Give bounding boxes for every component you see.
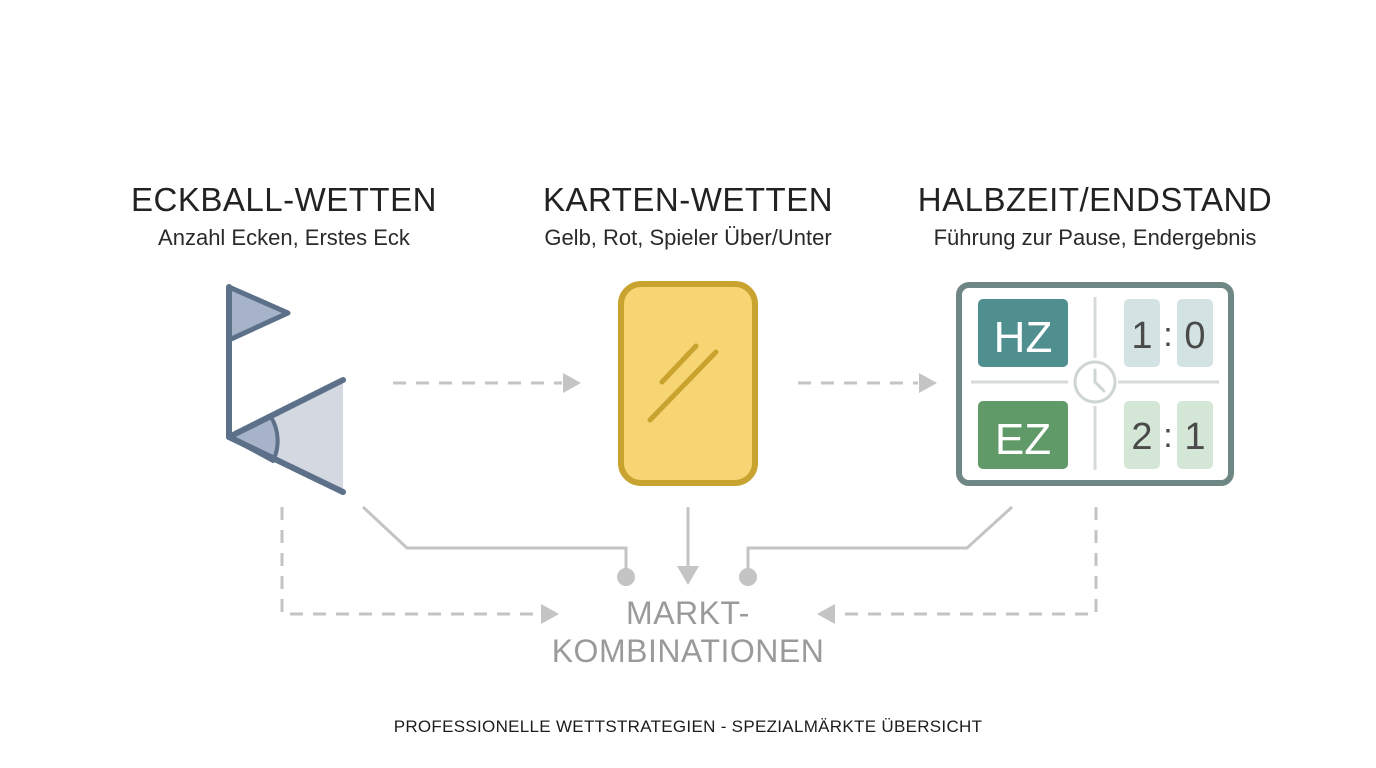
fulltime-away-score: 1: [1184, 416, 1205, 458]
fulltime-badge: [978, 401, 1068, 469]
corner-flag-icon: [226, 284, 346, 495]
card-bets-subtitle: Gelb, Rot, Spieler Über/Unter: [544, 225, 832, 250]
halftime-bets-title: HALBZEIT/ENDSTAND: [917, 181, 1273, 218]
scoreboard-icon: HZ EZ 1 : 0 2 : 1: [956, 282, 1234, 486]
halftime-away-score: 0: [1184, 315, 1205, 357]
fulltime-home-score: 2: [1131, 416, 1152, 458]
clock-icon: [1073, 360, 1117, 404]
card-bets-title: KARTEN-WETTEN: [542, 181, 834, 218]
footer-caption: PROFESSIONELLE WETTSTRATEGIEN - SPEZIALM…: [393, 717, 983, 736]
corner-bets-heading: ECKBALL-WETTEN Anzahl Ecken, Erstes Eck: [74, 181, 494, 253]
connector-halftime-dashed: [817, 507, 1098, 624]
corner-bets-title: ECKBALL-WETTEN: [131, 181, 437, 218]
fulltime-label: EZ: [995, 415, 1051, 464]
halftime-bets-subtitle: Führung zur Pause, Endergebnis: [933, 225, 1257, 250]
flow-arrow-corner-to-cards: [393, 373, 581, 393]
halftime-away-score-box: [1177, 299, 1213, 367]
halftime-home-score: 1: [1131, 315, 1152, 357]
halftime-bets-heading: HALBZEIT/ENDSTAND Führung zur Pause, End…: [885, 181, 1305, 253]
yellow-card-icon: [618, 281, 758, 486]
connector-corner-solid: [361, 505, 635, 586]
connector-cards-arrow: [677, 507, 699, 585]
corner-bets-subtitle: Anzahl Ecken, Erstes Eck: [158, 225, 410, 250]
fulltime-away-score-box: [1177, 401, 1213, 469]
halftime-score-separator: :: [1163, 316, 1172, 354]
halftime-home-score-box: [1124, 299, 1160, 367]
connector-halftime-solid: [739, 505, 1014, 586]
halftime-label: HZ: [994, 313, 1053, 362]
market-combinations-label: MARKT- KOMBINATIONEN: [538, 594, 838, 670]
flow-arrow-cards-to-halftime: [798, 373, 937, 393]
market-combinations-line1: MARKT-: [626, 595, 750, 631]
fulltime-score-separator: :: [1163, 417, 1172, 455]
fulltime-home-score-box: [1124, 401, 1160, 469]
card-bets-heading: KARTEN-WETTEN Gelb, Rot, Spieler Über/Un…: [478, 181, 898, 253]
connector-corner-dashed: [280, 507, 559, 624]
halftime-badge: [978, 299, 1068, 367]
market-combinations-line2: KOMBINATIONEN: [551, 633, 825, 669]
